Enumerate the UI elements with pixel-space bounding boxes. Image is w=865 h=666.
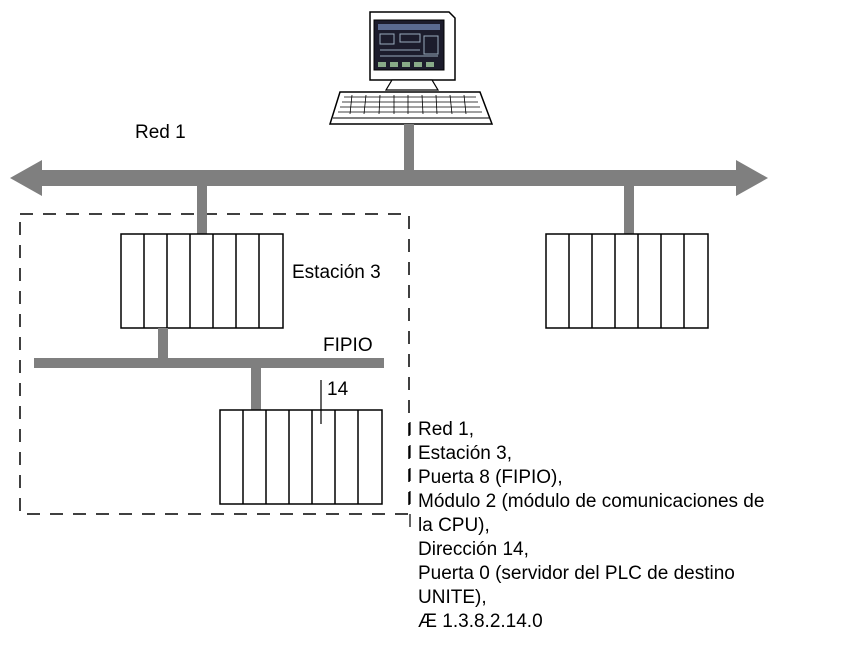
fipio-link <box>158 328 168 358</box>
network-bus <box>10 160 768 196</box>
address-line: Módulo 2 (módulo de comunicaciones de <box>418 491 765 512</box>
address-line: UNITE), <box>418 587 487 608</box>
computer-link <box>404 124 414 170</box>
address-line: Estación 3, <box>418 443 512 464</box>
address-description: Red 1, Estación 3, Puerta 8 (FIPIO), Mód… <box>418 418 764 634</box>
station-link <box>197 186 207 234</box>
address-line: Dirección 14, <box>418 539 529 560</box>
device-rack <box>219 409 383 505</box>
station-boundary <box>19 213 410 515</box>
address-line: la CPU), <box>418 515 490 536</box>
address-line: Red 1, <box>418 419 474 440</box>
address-line: Puerta 0 (servidor del PLC de destino <box>418 563 735 584</box>
station-label: Estación 3 <box>292 262 381 283</box>
address-line: Puerta 8 (FIPIO), <box>418 467 563 488</box>
computer-icon <box>328 11 494 125</box>
station-3-rack <box>120 233 284 329</box>
device-address-label: 14 <box>327 379 349 400</box>
address-line: Æ 1.3.8.2.14.0 <box>418 611 543 632</box>
network-label: Red 1 <box>135 122 186 143</box>
remote-rack-link <box>624 186 634 234</box>
device-link <box>251 368 261 410</box>
fipio-label: FIPIO <box>323 335 373 356</box>
fipio-bus <box>34 358 384 368</box>
remote-rack <box>545 233 709 329</box>
